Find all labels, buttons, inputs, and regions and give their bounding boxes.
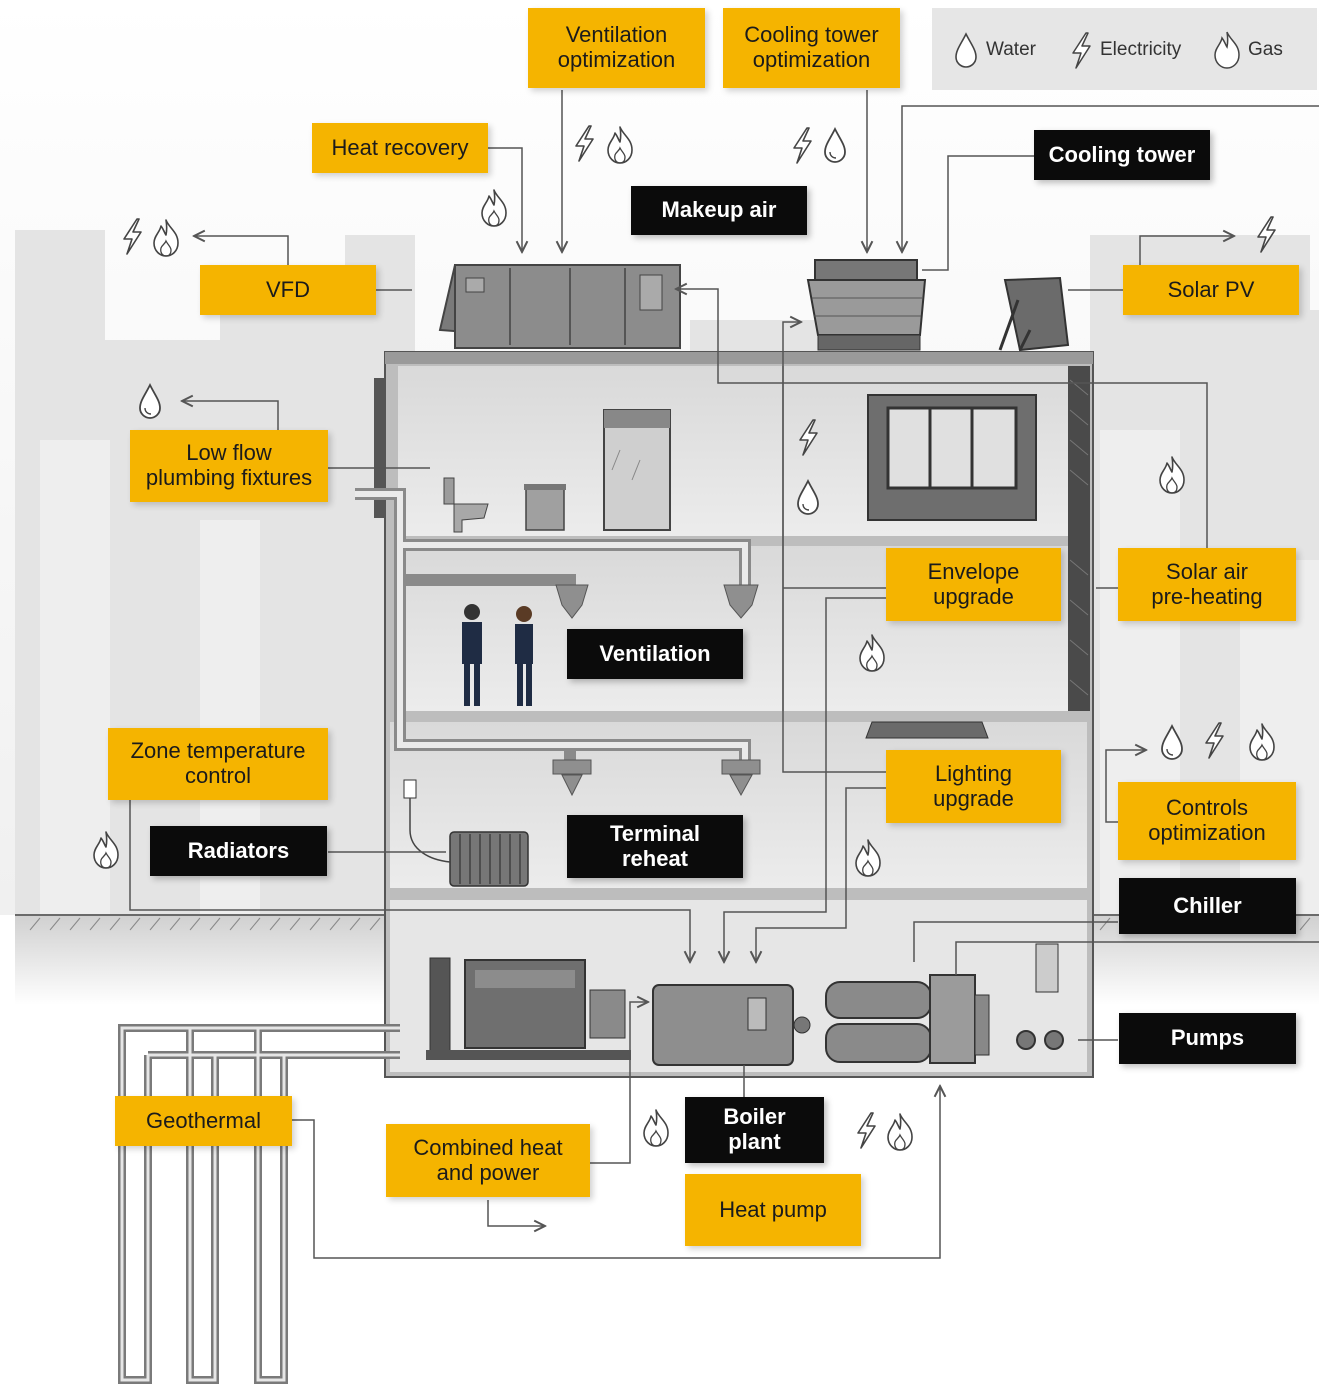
lightning-bolt-icon [1072,32,1091,69]
legend-electricity-label: Electricity [1100,39,1182,60]
legend-gas-label: Gas [1248,39,1283,60]
chp-generator [426,957,631,1060]
pumps-unit [1016,943,1064,1050]
light-fixture [865,721,989,739]
thermostat [403,779,417,799]
legend-water: Water [954,32,1036,68]
gas-flame-icon [643,1109,669,1147]
label-makeup-air: Makeup air [631,186,807,235]
label-terminal-reheat: Terminal reheat [567,815,743,878]
label-zone-temperature-control: Zone temperature control [108,728,328,800]
toilet [443,477,489,533]
wall-vent [374,378,386,518]
makeup-air-unit [438,264,681,350]
legend-gas: Gas [1214,31,1283,69]
label-chiller: Chiller [1119,878,1296,934]
label-solar-pv: Solar PV [1123,265,1299,315]
gas-flame-icon [887,1113,913,1151]
label-solar-air-preheating: Solar air pre-heating [1118,548,1296,621]
label-heat-recovery: Heat recovery [312,123,488,173]
chiller-unit [825,974,990,1064]
label-controls-optimization: Controls optimization [1118,782,1296,860]
diffusers [552,584,761,797]
sink-cabinet [524,484,566,531]
label-combined-heat-and-power: Combined heat and power [386,1124,590,1197]
legend-electricity: Electricity [1070,32,1182,69]
label-cooling-tower: Cooling tower [1034,130,1210,180]
label-pumps: Pumps [1119,1013,1296,1064]
ground-hatch [29,917,1311,931]
label-cooling-tower-optimization: Cooling tower optimization [723,8,900,88]
geothermal-loops [118,1024,400,1384]
label-ventilation-optimization: Ventilation optimization [528,8,705,88]
water-drop-icon [955,32,977,68]
gas-flame-icon [1214,31,1240,69]
lightning-bolt-icon [857,1112,876,1149]
label-envelope-upgrade: Envelope upgrade [886,548,1061,621]
radiator [449,831,529,887]
shower [603,409,671,531]
label-boiler-plant: Boiler plant [685,1097,824,1163]
label-heat-pump: Heat pump [685,1174,861,1246]
label-geothermal: Geothermal [115,1096,292,1146]
cooling-tower-unit [806,259,927,351]
connector-lines [129,90,1319,1259]
label-lighting-upgrade: Lighting upgrade [886,750,1061,823]
label-low-flow-plumbing-fixtures: Low flow plumbing fixtures [130,430,328,502]
legend: Water Electricity Gas [932,8,1317,90]
label-radiators: Radiators [150,826,327,876]
solar-pv-panel [998,276,1070,352]
boiler [652,984,811,1066]
people [462,604,533,706]
legend-water-label: Water [986,39,1036,60]
label-ventilation: Ventilation [567,629,743,679]
window [867,394,1037,521]
label-vfd: VFD [200,265,376,315]
